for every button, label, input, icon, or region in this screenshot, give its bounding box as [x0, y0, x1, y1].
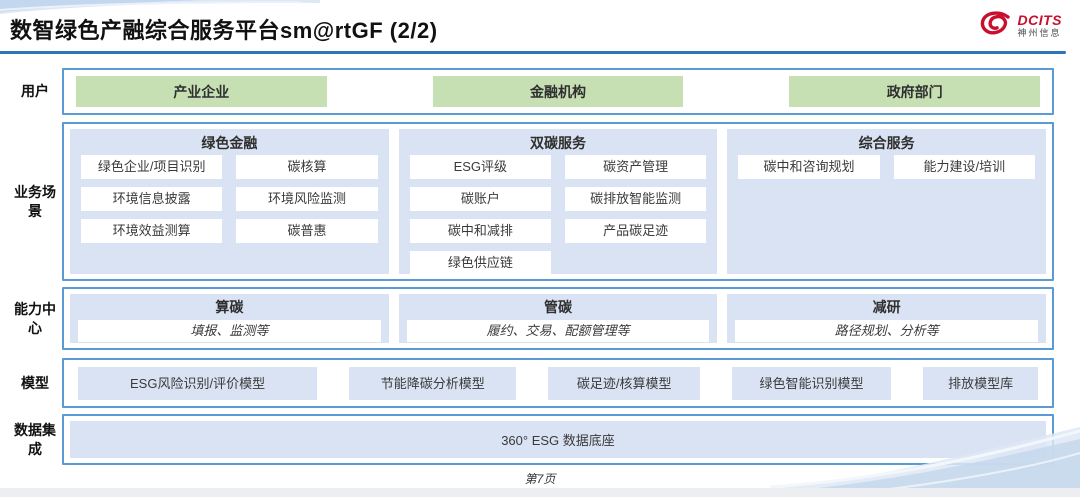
scenario-item: 碳账户 — [409, 187, 551, 211]
scenario-item: 环境信息披露 — [81, 187, 223, 211]
comprehensive-items: 碳中和咨询规划 能力建设/培训 — [734, 154, 1039, 179]
panel-title-comprehensive: 综合服务 — [858, 135, 915, 151]
model-item: 节能降碳分析模型 — [349, 366, 517, 400]
top-left-swoosh-decoration — [0, 0, 320, 14]
row-label-users: 用户 — [21, 83, 49, 100]
dual-carbon-items: ESG评级 碳资产管理 碳账户 碳排放智能监测 碳中和减排 产品碳足迹 绿色供应… — [406, 154, 711, 275]
bottom-right-swoosh-decoration — [770, 427, 1080, 489]
panel-comprehensive-services: 综合服务 碳中和咨询规划 能力建设/培训 — [727, 129, 1047, 274]
row-users: 用户 产业企业 金融机构 政府部门 — [8, 68, 1054, 115]
row-models: 模型 ESG风险识别/评价模型 节能降碳分析模型 碳足迹/核算模型 绿色智能识别… — [8, 358, 1054, 408]
panel-title-dual-carbon: 双碳服务 — [530, 135, 586, 151]
logo-subtitle-text: 神州信息 — [1017, 27, 1062, 38]
capability-title: 算碳 — [215, 299, 244, 315]
row-label-scenarios: 业务场景 — [14, 184, 56, 219]
scenario-item: 碳普惠 — [236, 219, 378, 243]
scenario-item: 能力建设/培训 — [893, 155, 1036, 179]
scenario-item: 碳排放智能监测 — [565, 187, 707, 211]
capability-desc: 路径规划、分析等 — [735, 320, 1039, 342]
page-title: 数智绿色产融综合服务平台sm@rtGF (2/2) — [10, 18, 438, 43]
scenario-item: 环境风险监测 — [236, 187, 378, 211]
scenario-item: 环境效益测算 — [81, 219, 223, 243]
capability-panel-calc-carbon: 算碳 填报、监测等 — [70, 294, 389, 343]
scenario-item: ESG评级 — [409, 155, 551, 179]
user-box-industry: 产业企业 — [76, 76, 327, 107]
panel-green-finance: 绿色金融 绿色企业/项目识别 碳核算 环境信息披露 环境风险监测 环境效益测算 … — [70, 129, 389, 274]
user-box-finance: 金融机构 — [432, 76, 684, 107]
model-item: 排放模型库 — [923, 366, 1039, 400]
scenario-item: 绿色供应链 — [409, 251, 551, 275]
scenario-item: 碳中和减排 — [409, 219, 551, 243]
scenarios-container: 绿色金融 绿色企业/项目识别 碳核算 环境信息披露 环境风险监测 环境效益测算 … — [62, 122, 1054, 281]
model-item: 绿色智能识别模型 — [731, 366, 892, 400]
scenario-item: 碳资产管理 — [565, 155, 707, 179]
row-label-capabilities: 能力中心 — [14, 301, 56, 336]
models-container: ESG风险识别/评价模型 节能降碳分析模型 碳足迹/核算模型 绿色智能识别模型 … — [62, 358, 1054, 408]
capabilities-container: 算碳 填报、监测等 管碳 履约、交易、配额管理等 减研 路径规划、分析等 — [62, 287, 1054, 350]
row-capability-center: 能力中心 算碳 填报、监测等 管碳 履约、交易、配额管理等 减研 路径规划、分析… — [8, 287, 1054, 350]
dcits-logo: DCITS 神州信息 — [978, 10, 1063, 40]
scenario-item: 碳中和咨询规划 — [738, 155, 880, 179]
capability-panel-reduce-research: 减研 路径规划、分析等 — [727, 294, 1047, 343]
scenario-item: 产品碳足迹 — [565, 219, 707, 243]
logo-brand-text: DCITS — [1017, 11, 1062, 28]
esg-data-base: 360° ESG 数据底座 — [70, 421, 1046, 458]
row-label-data-integration: 数据集成 — [14, 422, 56, 457]
panel-title-green-finance: 绿色金融 — [201, 135, 258, 151]
capability-panel-manage-carbon: 管碳 履约、交易、配额管理等 — [398, 294, 718, 343]
architecture-diagram: 用户 产业企业 金融机构 政府部门 业务场景 绿色金融 绿色企业/项目识别 碳核… — [8, 68, 1054, 465]
scenario-item: 碳核算 — [236, 155, 378, 179]
panel-dual-carbon-services: 双碳服务 ESG评级 碳资产管理 碳账户 碳排放智能监测 碳中和减排 产品碳足迹… — [398, 129, 718, 275]
model-item: ESG风险识别/评价模型 — [78, 366, 318, 400]
user-box-government: 政府部门 — [789, 76, 1040, 107]
capability-desc: 填报、监测等 — [78, 320, 381, 342]
green-finance-items: 绿色企业/项目识别 碳核算 环境信息披露 环境风险监测 环境效益测算 碳普惠 — [77, 154, 382, 243]
users-container: 产业企业 金融机构 政府部门 — [62, 68, 1054, 115]
dcits-swirl-icon — [980, 11, 1010, 35]
capability-desc: 履约、交易、配额管理等 — [406, 320, 710, 342]
capability-title: 减研 — [872, 299, 901, 315]
row-label-models: 模型 — [21, 374, 49, 391]
row-data-integration: 数据集成 360° ESG 数据底座 — [8, 414, 1054, 465]
model-item: 碳足迹/核算模型 — [548, 366, 700, 400]
scenario-item: 绿色企业/项目识别 — [81, 155, 223, 179]
row-business-scenarios: 业务场景 绿色金融 绿色企业/项目识别 碳核算 环境信息披露 环境风险监测 环境… — [8, 122, 1054, 281]
capability-title: 管碳 — [544, 299, 572, 315]
data-integration-container: 360° ESG 数据底座 — [62, 414, 1054, 465]
page-number: 第7页 — [524, 472, 556, 486]
bottom-strip-decoration — [0, 488, 1080, 497]
title-underline — [0, 51, 1066, 54]
